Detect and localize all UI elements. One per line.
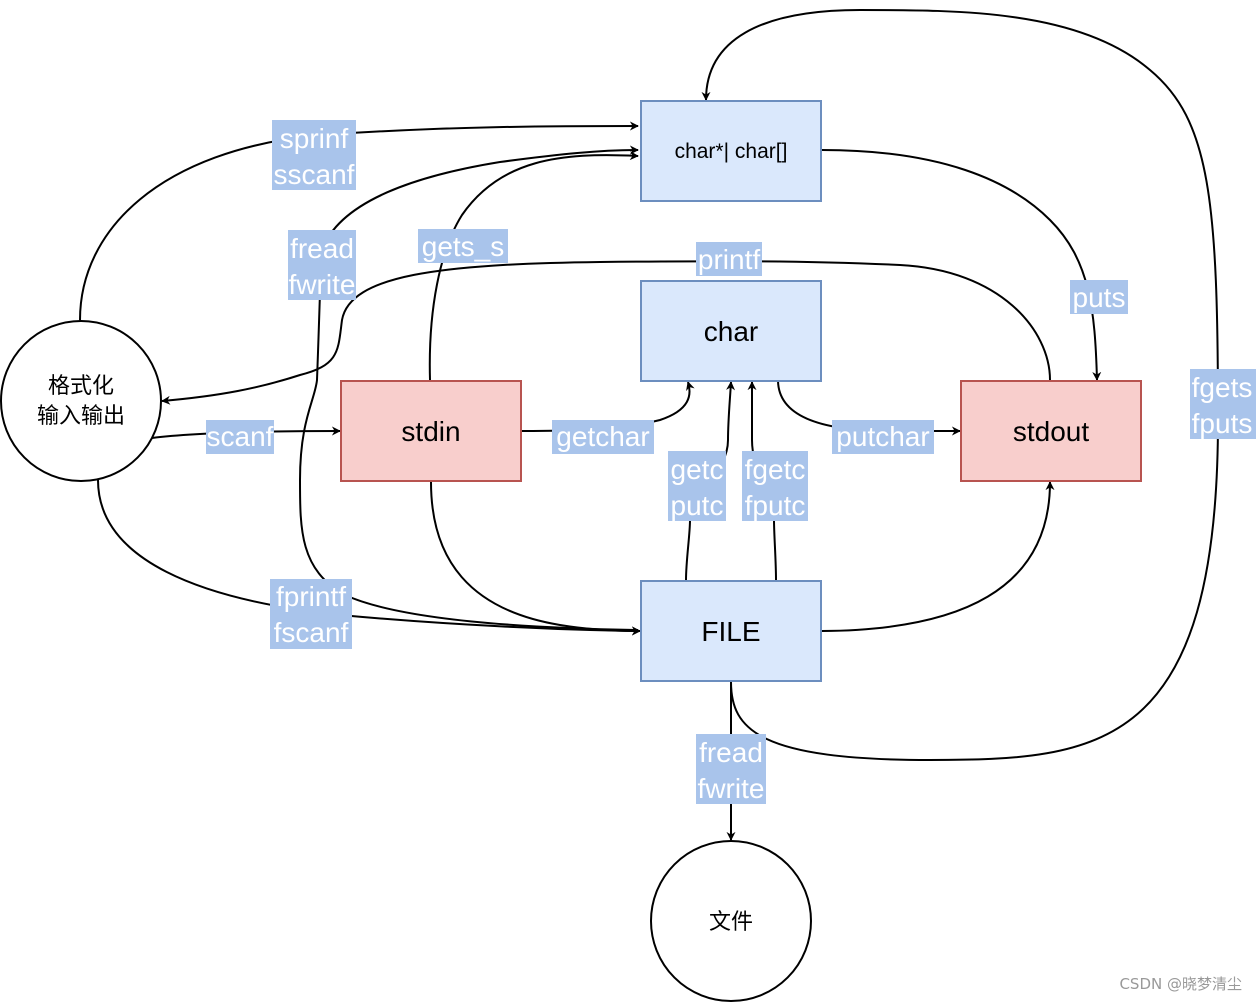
label-printf: printf [698, 244, 760, 275]
label-sprinf: sprinf [280, 123, 349, 154]
edge-puts [821, 149, 1102, 381]
node-char-pointer-label: char*| char[] [675, 140, 788, 163]
label-fputc: fputc [745, 490, 806, 521]
edge-fprintf-fscanf [93, 471, 641, 636]
node-format-io-line1: 格式化 [48, 373, 114, 398]
node-stdin-label: stdin [401, 416, 460, 447]
edge-gets-s [428, 151, 639, 381]
label-getchar: getchar [556, 421, 649, 452]
label-fscanf: fscanf [274, 617, 349, 648]
watermark: CSDN @晓梦清尘 [1119, 975, 1242, 993]
label-putc: putc [671, 490, 724, 521]
label-fprintf: fprintf [276, 581, 346, 612]
edge-printf [161, 260, 1051, 405]
node-format-io: 格式化 输入输出 [0, 320, 162, 482]
node-file-label: FILE [701, 616, 760, 647]
label-fread-top: fread [290, 233, 354, 264]
node-file: FILE [640, 580, 822, 682]
label-fgetc: fgetc [745, 454, 806, 485]
label-gets-s: gets_s [422, 231, 505, 262]
node-disk-file: 文件 [650, 840, 812, 1002]
node-char-label: char [704, 316, 758, 347]
node-char: char [640, 280, 822, 382]
node-char-pointer: char*| char[] [640, 100, 822, 202]
label-fread-bottom: fread [699, 737, 763, 768]
edge-stdin-file [426, 473, 641, 636]
node-stdout: stdout [960, 380, 1142, 482]
edges [75, 8, 1220, 841]
label-putchar: putchar [836, 421, 929, 452]
label-fwrite-bottom: fwrite [698, 773, 765, 804]
label-fwrite-top: fwrite [289, 269, 356, 300]
label-fputs: fputs [1192, 408, 1253, 439]
node-stdout-label: stdout [1013, 416, 1089, 447]
node-format-io-line2: 输入输出 [37, 403, 125, 428]
node-stdin: stdin [340, 380, 522, 482]
label-sscanf: sscanf [274, 159, 355, 190]
nodes: char*| char[] char stdin stdout FILE 格式化… [0, 100, 1142, 1002]
label-puts: puts [1073, 282, 1126, 313]
label-getc: getc [671, 454, 724, 485]
edge-labels: sprinf sscanf fread fwrite gets_s printf… [206, 120, 1256, 804]
node-disk-file-label: 文件 [709, 909, 753, 934]
edge-fgets-fputs [701, 8, 1220, 762]
label-scanf: scanf [207, 421, 274, 452]
label-fgets: fgets [1192, 372, 1253, 403]
edge-stdout-file [813, 481, 1055, 636]
